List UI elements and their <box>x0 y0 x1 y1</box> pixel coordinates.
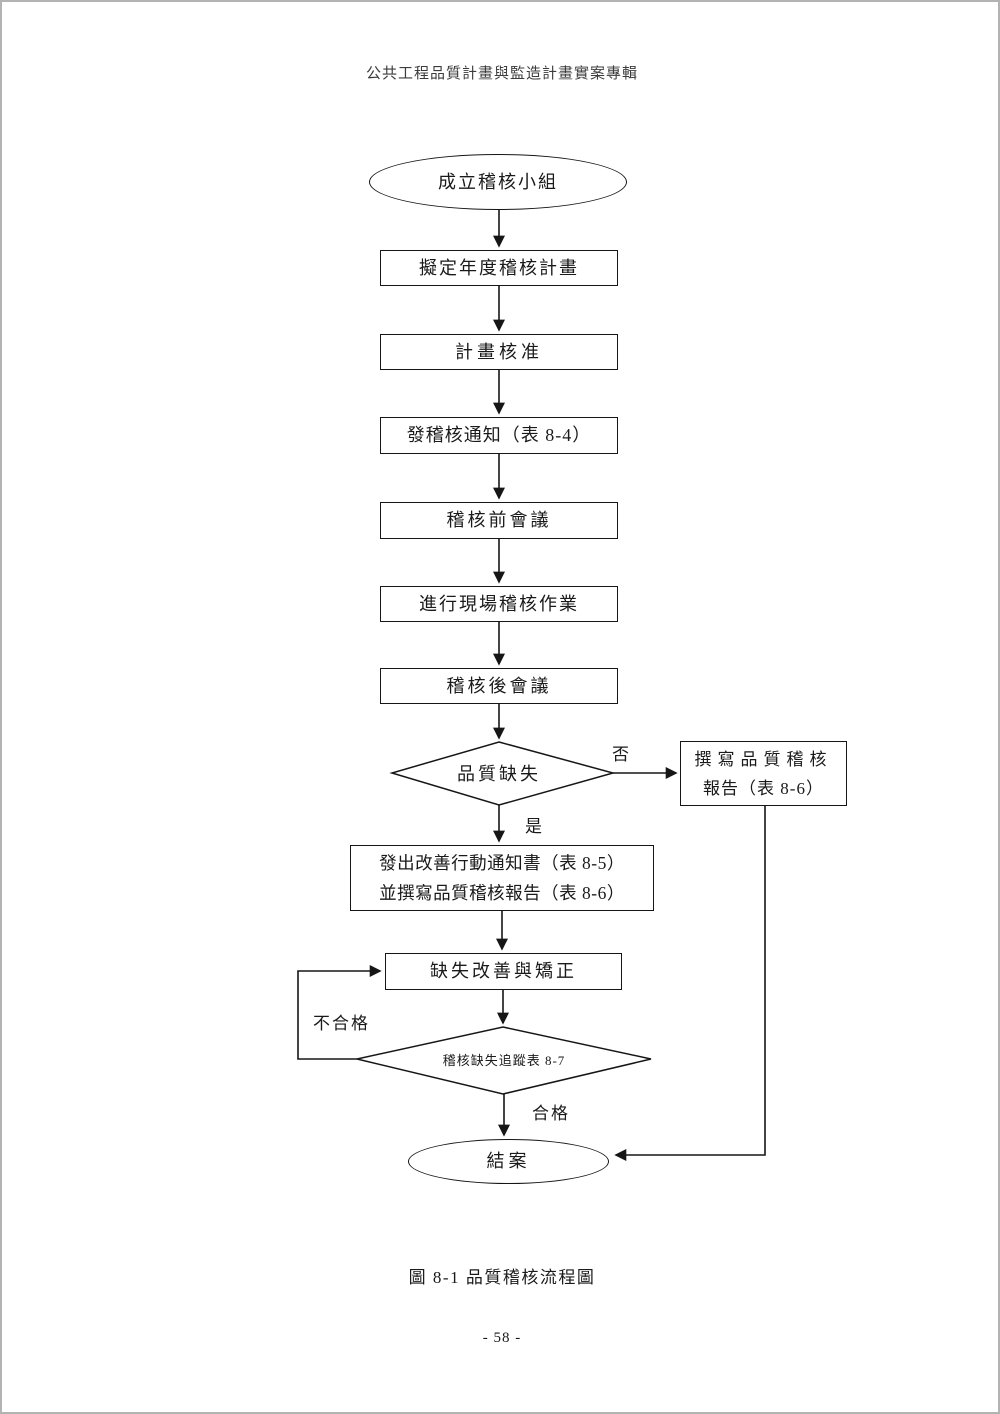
end-node: 結案 <box>408 1139 609 1184</box>
step-plan-approval: 計畫核准 <box>380 334 618 370</box>
step-audit-notice: 發稽核通知（表 8-4） <box>380 417 618 454</box>
step-post-meeting: 稽核後會議 <box>380 668 618 704</box>
edge-label-yes: 是 <box>525 817 544 836</box>
step-correction: 缺失改善與矯正 <box>385 953 622 990</box>
step-onsite-audit: 進行現場稽核作業 <box>380 586 618 622</box>
action-box-line1: 發出改善行動通知書（表 8-5） <box>379 853 625 873</box>
step-draft-plan-label: 擬定年度稽核計畫 <box>419 257 579 278</box>
start-node-label: 成立稽核小組 <box>438 171 558 192</box>
step-onsite-audit-label: 進行現場稽核作業 <box>419 593 579 614</box>
step-pre-meeting-label: 稽核前會議 <box>446 510 552 531</box>
edge-label-no: 否 <box>612 745 631 764</box>
edge-label-fail: 不合格 <box>313 1014 370 1033</box>
action-box: 發出改善行動通知書（表 8-5） 並撰寫品質稽核報告（表 8-6） <box>350 845 654 911</box>
end-node-label: 結案 <box>486 1151 531 1172</box>
page-number: - 58 - <box>482 1330 522 1346</box>
figure-caption: 圖 8-1 品質稽核流程圖 <box>408 1268 596 1287</box>
decision-quality-defect-shape <box>389 741 616 806</box>
page-header: 公共工程品質計畫與監造計畫實案專輯 <box>365 66 638 82</box>
action-box-line2: 並撰寫品質稽核報告（表 8-6） <box>379 883 625 903</box>
decision-quality-defect-label: 品質缺失 <box>457 764 541 784</box>
step-post-meeting-label: 稽核後會議 <box>446 675 552 696</box>
step-audit-notice-label: 發稽核通知（表 8-4） <box>406 425 592 446</box>
step-plan-approval-label: 計畫核准 <box>455 341 543 362</box>
decision-tracking-label: 稽核缺失追蹤表 8-7 <box>442 1052 566 1068</box>
decision-tracking-shape <box>356 1026 652 1095</box>
step-draft-plan: 擬定年度稽核計畫 <box>380 250 618 286</box>
step-correction-label: 缺失改善與矯正 <box>430 961 577 982</box>
report-box-line2: 報告（表 8-6） <box>703 778 824 798</box>
start-node: 成立稽核小組 <box>369 154 627 210</box>
report-box-line1: 撰寫品質稽核 <box>694 749 833 769</box>
edge-label-pass: 合格 <box>532 1104 570 1123</box>
step-pre-meeting: 稽核前會議 <box>380 502 618 539</box>
report-box: 撰寫品質稽核 報告（表 8-6） <box>680 741 847 806</box>
